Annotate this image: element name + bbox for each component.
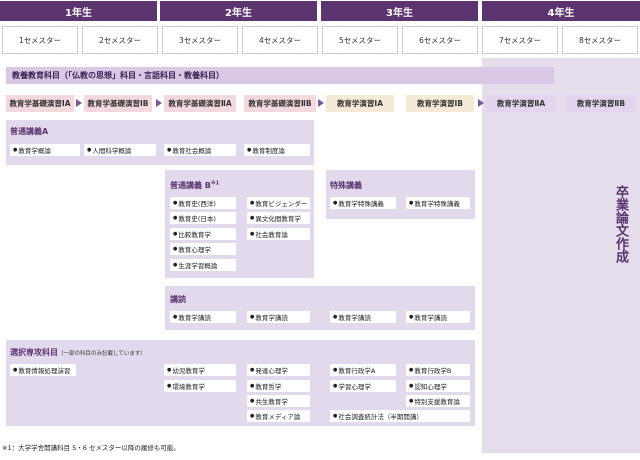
course-item: 教育制度論 — [244, 144, 310, 156]
semester-5: 5セメスター — [322, 26, 398, 54]
general-lecture-a-panel — [6, 120, 314, 165]
general-education-band: 教養教育科目（「仏教の思想」科目・言語科目・教養科目） — [6, 67, 554, 84]
year-header-4: 4年生 — [482, 1, 640, 21]
semester-7: 7セメスター — [482, 26, 558, 54]
chain-seminar-2: 教育学基礎演習ⅠB — [84, 95, 152, 112]
elective-title: 選択専攻科目（一部の科目のみ記載しています） — [10, 347, 146, 358]
course-item: 教育学特殊講義 — [330, 197, 396, 209]
course-item: 人間科学概論 — [84, 144, 156, 156]
special-lecture-title: 特殊講義 — [330, 181, 362, 190]
chain-seminar-4: 教育学基礎演習ⅡB — [244, 95, 316, 112]
general-lecture-a-title: 普通講義A — [10, 127, 49, 136]
arrow-right-icon — [318, 99, 324, 107]
course-item: 共生教育学 — [247, 395, 310, 407]
chain-seminar-1: 教育学基礎演習ⅠA — [6, 95, 74, 112]
arrow-right-icon — [156, 99, 162, 107]
year-header-1: 1年生 — [0, 1, 157, 21]
course-item: 教育哲学 — [247, 380, 310, 392]
year-header-3: 3年生 — [321, 1, 478, 21]
course-item: 教育ビジェンダー — [247, 197, 310, 209]
course-item: 幼児教育学 — [164, 364, 236, 376]
course-item: 教育メディア論 — [247, 410, 310, 422]
elective-note: （一部の科目のみ記載しています） — [58, 351, 146, 357]
arrow-right-icon — [76, 99, 82, 107]
course-item: 特別支援教育論 — [406, 395, 470, 407]
footnote-mark: ※1 — [210, 180, 220, 187]
course-item: 学習心理学 — [330, 380, 396, 392]
special-lecture-panel — [326, 170, 475, 219]
year4-background — [482, 58, 640, 453]
course-item: 教育社会概論 — [164, 144, 236, 156]
year-header-2: 2年生 — [160, 1, 317, 21]
chain-seminar-5: 教育学演習ⅠA — [326, 95, 394, 112]
reading-title: 講読 — [170, 295, 186, 304]
course-item: 教育学講読 — [330, 311, 396, 323]
graduation-thesis-label: 卒業論文作成 — [613, 185, 628, 263]
general-lecture-b-title: 普通講義 B※1 — [170, 180, 219, 191]
semester-2: 2セメスター — [82, 26, 158, 54]
footnote: ※1：大学学舎開講科目 5・6 セメスター以降の履修も可能。 — [2, 444, 180, 452]
course-item: 教育学講読 — [247, 311, 310, 323]
reading-panel — [165, 286, 475, 330]
semester-3: 3セメスター — [162, 26, 238, 54]
course-item: 教育心理学 — [170, 243, 236, 255]
course-item: 社会教育論 — [247, 228, 310, 240]
course-item: 教育史(日本) — [170, 212, 236, 224]
course-item: 教育学特殊講義 — [406, 197, 470, 209]
course-item: 教育史(西洋) — [170, 197, 236, 209]
general-lecture-b-label: 普通講義 B — [170, 181, 211, 190]
course-item: 教育学概論 — [10, 144, 80, 156]
chain-seminar-8: 教育学演習ⅡB — [566, 95, 636, 112]
chain-seminar-7: 教育学演習ⅡA — [486, 95, 556, 112]
course-item: 異文化間教育学 — [247, 212, 310, 224]
chain-seminar-3: 教育学基礎演習ⅡA — [164, 95, 236, 112]
elective-label: 選択専攻科目 — [10, 348, 58, 357]
course-item: 社会調査統計法（半期開講） — [330, 410, 470, 422]
course-item: 教育情報処理演習 — [10, 364, 76, 376]
chain-seminar-6: 教育学演習ⅠB — [406, 95, 474, 112]
course-item: 発達心理学 — [247, 364, 310, 376]
course-item: 認知心理学 — [406, 380, 470, 392]
semester-6: 6セメスター — [402, 26, 478, 54]
course-item: 教育学講読 — [170, 311, 236, 323]
course-item: 環境教育学 — [164, 380, 236, 392]
course-item: 教育行政学B — [406, 364, 470, 376]
semester-1: 1セメスター — [2, 26, 78, 54]
course-item: 比較教育学 — [170, 228, 236, 240]
course-item: 教育学講読 — [406, 311, 470, 323]
course-item: 生涯学習概論 — [170, 259, 236, 271]
course-item: 教育行政学A — [330, 364, 396, 376]
semester-4: 4セメスター — [242, 26, 318, 54]
semester-8: 8セメスター — [562, 26, 638, 54]
arrow-right-icon — [478, 99, 484, 107]
